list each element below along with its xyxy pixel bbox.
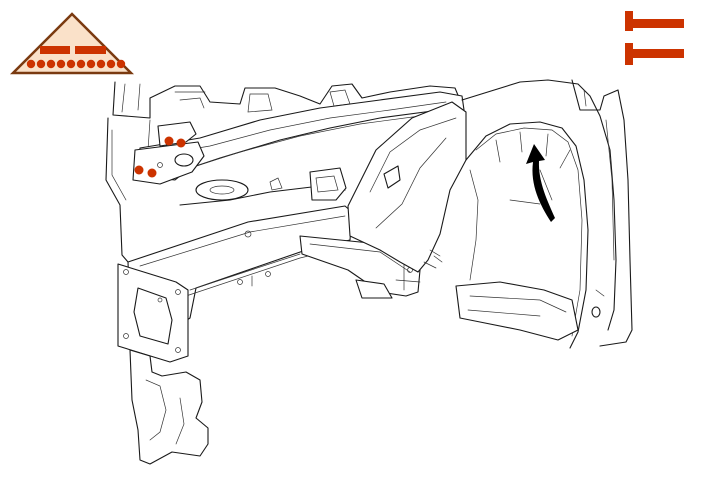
badge-dot: [26, 59, 36, 69]
rear-upper-detail: [121, 83, 351, 113]
badge-dot: [116, 59, 126, 69]
strut-tower-crease: [369, 117, 457, 229]
plate-bolt-3: [123, 333, 129, 339]
floor-round-inner: [209, 185, 235, 195]
wheel-arch-ribs: [495, 131, 571, 169]
badge-dot: [66, 59, 76, 69]
apron-lower-detail: [467, 295, 567, 317]
bracket-hole: [174, 153, 194, 167]
badge-dot: [36, 59, 46, 69]
floor-round-depression: [195, 179, 249, 201]
rear-upper-panel: [112, 81, 461, 119]
pillar-bolt-hole: [591, 306, 601, 318]
badge-dot-row: [26, 59, 126, 69]
compartment-rear-edges: [469, 169, 553, 281]
right-pillar-detail: [583, 89, 615, 297]
badge-bar-left: [40, 46, 70, 54]
bracket-bolt: [157, 162, 163, 168]
legend-bar-top: [625, 19, 684, 28]
apron-lower-panel: [455, 281, 579, 341]
front-plate-inner: [133, 287, 173, 345]
floor-bracket: [309, 167, 347, 201]
member-bolt-2: [237, 279, 243, 285]
floor-bracket-detail: [269, 175, 339, 193]
badge-dot: [56, 59, 66, 69]
badge-dot: [76, 59, 86, 69]
badge-dot: [86, 59, 96, 69]
plate-bolt-5: [157, 297, 163, 303]
right-outer-pillar: [571, 79, 633, 347]
strut-tower-flange: [423, 249, 443, 269]
side-member-groove: [189, 253, 301, 291]
lower-front-bracket: [129, 349, 209, 465]
wheel-arch-outer: [461, 79, 617, 331]
badge-dot: [106, 59, 116, 69]
plate-bolt-4: [175, 347, 181, 353]
weld-type-legend-icon: [625, 11, 684, 65]
rear-rail-detail: [309, 243, 421, 291]
plate-bolt-2: [175, 289, 181, 295]
strut-tower-emblem: [383, 165, 401, 189]
weld-point-1: [164, 136, 174, 146]
weld-point-4: [147, 168, 157, 178]
rear-rail-tab: [355, 279, 393, 299]
wheel-arch-rim: [475, 127, 583, 337]
left-side-panel-detail: [111, 119, 151, 201]
plate-bolt-1: [123, 269, 129, 275]
front-end-plate: [117, 263, 189, 363]
strut-tower-panel: [347, 101, 467, 273]
legend-bar-bottom: [625, 49, 684, 58]
badge-dot: [46, 59, 56, 69]
badge-triangle: [9, 12, 135, 75]
weld-point-2: [176, 138, 186, 148]
lower-bracket-detail: [145, 379, 185, 445]
badge-dot: [96, 59, 106, 69]
spot-weld-points: [134, 136, 186, 178]
member-bolt-3: [265, 271, 271, 277]
left-side-panel: [105, 117, 129, 263]
badge-bar-right: [75, 46, 106, 54]
wheel-arch-inner: [465, 121, 589, 349]
curved-direction-arrow-icon: [526, 144, 555, 222]
body-structure-drawing: [105, 79, 633, 465]
member-bolt-1: [244, 230, 252, 238]
spot-weld-count-icon: [9, 12, 135, 75]
weld-point-3: [134, 165, 144, 175]
